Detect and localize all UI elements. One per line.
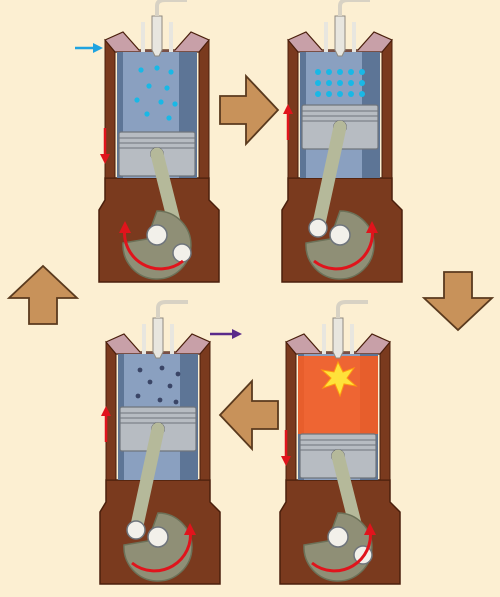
fuel-droplet [146, 83, 152, 89]
compressed-mixture-dot [315, 91, 321, 97]
spark-burst [320, 360, 358, 398]
crank-pin [308, 218, 328, 238]
exhaust-gas-dot [159, 365, 165, 371]
cylinder-wall-right [381, 38, 393, 179]
piston-motion-arrowhead [283, 104, 293, 114]
cycle-arrow-shape [6, 264, 80, 325]
cycle-arrow-shape [219, 73, 280, 147]
compressed-mixture-dot [326, 69, 332, 75]
crankshaft-main-journal [329, 224, 351, 246]
compressed-mixture-dot [359, 80, 365, 86]
spark-plug-lead [156, 300, 188, 318]
crankshaft-main-journal [327, 526, 349, 548]
engine-compression-stroke [281, 0, 403, 283]
crankshaft-main-journal [147, 526, 169, 548]
crank-rotation-arrowhead [366, 221, 378, 233]
crank-pin [172, 243, 192, 263]
compressed-mixture-dot [315, 69, 321, 75]
cycle-arrow-up [6, 264, 80, 325]
engine-power-stroke [279, 300, 401, 585]
exhaust-gas-dot [173, 399, 179, 405]
intake-flow-arrowhead [93, 43, 103, 53]
engine-body [279, 300, 401, 585]
compressed-mixture-dot [315, 80, 321, 86]
cylinder-wall-right [199, 340, 211, 481]
engine-intake-stroke [75, 0, 220, 283]
engine-exhaust-stroke [99, 300, 242, 585]
engine-body [99, 300, 242, 585]
spark-plug [152, 317, 164, 359]
fuel-droplet [164, 85, 170, 91]
crank-rotation-arrow [311, 528, 372, 573]
fuel-droplet [166, 115, 172, 121]
compressed-mixture-dot [337, 91, 343, 97]
compressed-mixture-dot [337, 80, 343, 86]
spark-plug-lead [336, 300, 368, 318]
fuel-droplet [158, 99, 164, 105]
cycle-arrow-left [218, 378, 279, 452]
cycle-arrow-shape [218, 378, 279, 452]
piston-motion-arrowhead [281, 456, 291, 466]
crank-rotation-arrow [313, 226, 374, 271]
connecting-rod [129, 422, 165, 537]
exhaust-flow-arrowhead [232, 329, 242, 339]
compressed-mixture-dot [337, 69, 343, 75]
spark-plug [151, 15, 163, 57]
compressed-mixture-dot [348, 91, 354, 97]
compressed-mixture-dot [348, 69, 354, 75]
exhaust-gas-dot [147, 379, 153, 385]
spark-plug [332, 317, 344, 359]
cylinder-wall-right [379, 340, 391, 481]
crankshaft-main-journal [146, 224, 168, 246]
exhaust-gas-dot [135, 393, 141, 399]
fuel-droplet [168, 69, 174, 75]
compressed-mixture-dot [326, 80, 332, 86]
compressed-mixture-dot [348, 80, 354, 86]
spark-plug-lead [338, 0, 370, 16]
exhaust-gas-dot [167, 383, 173, 389]
connecting-rod [311, 120, 347, 235]
spark-plug [334, 15, 346, 57]
engine-body [281, 0, 403, 283]
crank-rotation-arrow [123, 226, 184, 271]
compressed-mixture-dot [359, 91, 365, 97]
crank-rotation-arrowhead [364, 523, 376, 535]
compressed-mixture-dot [326, 91, 332, 97]
piston-motion-arrowhead [100, 154, 110, 164]
spark-plug-lead [155, 0, 187, 16]
compressed-mixture-dot [359, 69, 365, 75]
exhaust-gas-dot [137, 367, 143, 373]
fuel-droplet [144, 111, 150, 117]
cycle-arrow-right [219, 73, 280, 147]
fuel-droplet [154, 65, 160, 71]
cycle-arrow-down [421, 271, 495, 332]
engine-body [75, 0, 220, 283]
crank-pin [126, 520, 146, 540]
fuel-droplet [172, 101, 178, 107]
fuel-droplet [134, 97, 140, 103]
exhaust-gas-dot [175, 371, 181, 377]
cycle-arrow-shape [421, 271, 495, 332]
piston-motion-arrowhead [101, 406, 111, 416]
crank-rotation-arrowhead [119, 221, 131, 233]
cylinder-wall-right [198, 38, 210, 179]
crank-rotation-arrow [131, 528, 192, 573]
crank-rotation-arrowhead [184, 523, 196, 535]
exhaust-gas-dot [157, 397, 163, 403]
fuel-droplet [138, 67, 144, 73]
